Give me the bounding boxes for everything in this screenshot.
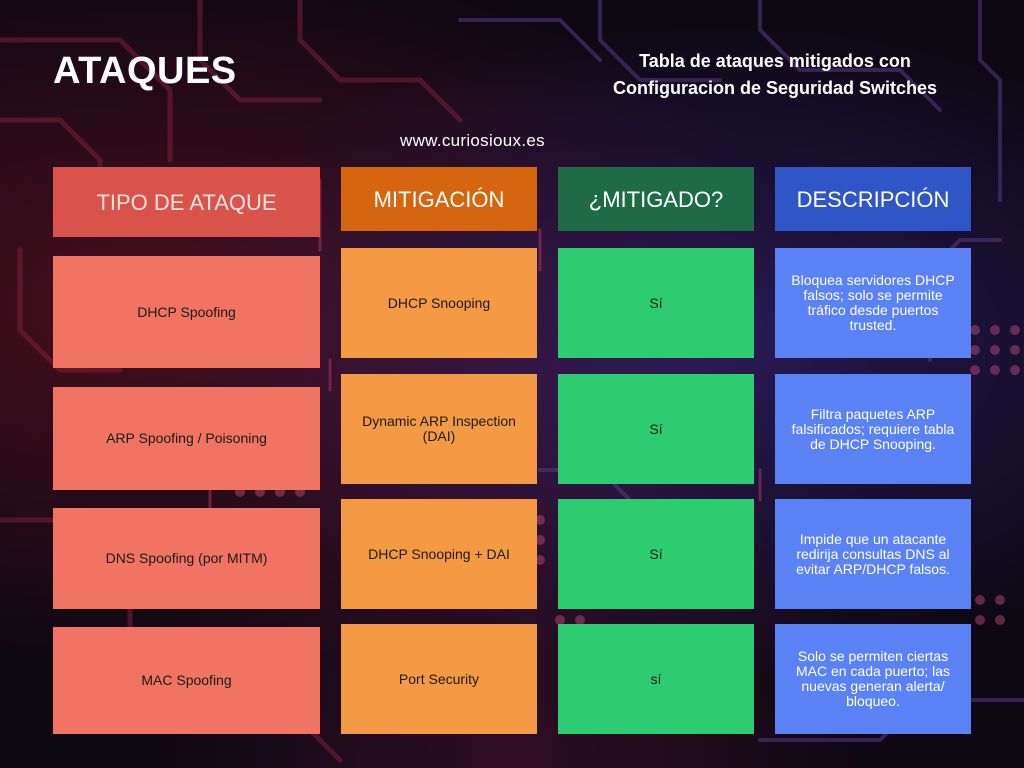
table-cell-mitigation: DHCP Snooping xyxy=(341,248,537,358)
table-cell-mitigation: Dynamic ARP Inspection (DAI) xyxy=(341,374,537,484)
table-cell-mitigation: Port Security xyxy=(341,624,537,734)
table-cell-description: Filtra paquetes ARP falsificados; requie… xyxy=(775,374,971,484)
table-cell-attack: DNS Spoofing (por MITM) xyxy=(53,508,320,609)
subtitle-line-1: Tabla de ataques mitigados con xyxy=(639,51,911,71)
header-tipo-de-ataque: TIPO DE ATAQUE xyxy=(53,167,320,237)
table-cell-description: Solo se permiten ciertas MAC en cada pue… xyxy=(775,624,971,734)
header-mitigacion: MITIGACIÓN xyxy=(341,167,537,231)
table-cell-description: Impide que un atacante redirija consulta… xyxy=(775,499,971,609)
subtitle-line-2: Configuracion de Seguridad Switches xyxy=(612,78,938,98)
page-title: ATAQUES xyxy=(53,50,237,92)
table-cell-mitigated: Sí xyxy=(558,374,754,484)
table-cell-attack: MAC Spoofing xyxy=(53,627,320,734)
table-cell-mitigated: Sí xyxy=(558,248,754,358)
table-cell-attack: ARP Spoofing / Poisoning xyxy=(53,387,320,490)
table-cell-mitigation: DHCP Snooping + DAI xyxy=(341,499,537,609)
header-mitigado: ¿MITIGADO? xyxy=(558,167,754,231)
table-cell-mitigated: sí xyxy=(558,624,754,734)
table-cell-mitigated: Sí xyxy=(558,499,754,609)
table-cell-description: Bloquea servidores DHCP falsos; solo se … xyxy=(775,248,971,358)
page-subtitle: Tabla de ataques mitigados con Configura… xyxy=(580,48,970,102)
website-label: www.curiosioux.es xyxy=(400,131,545,150)
header-descripcion: DESCRIPCIÓN xyxy=(775,167,971,231)
table-cell-attack: DHCP Spoofing xyxy=(53,256,320,368)
